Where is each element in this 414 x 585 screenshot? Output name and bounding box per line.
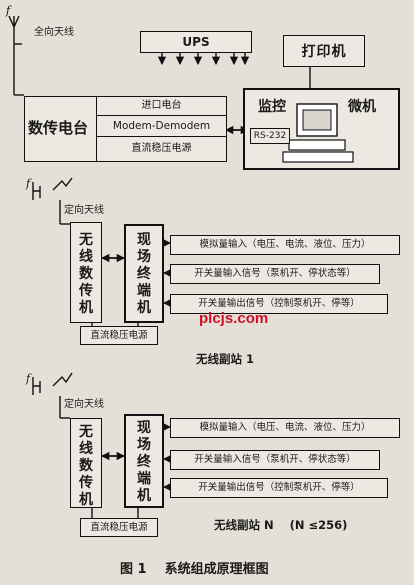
stationN-analog-input-box: 模拟量输入（电压、电流、液位、压力）	[170, 418, 400, 438]
station1-switch-output-box: 开关量输出信号（控制泵机开、停等）	[170, 294, 388, 314]
omni-antenna-label: 全向天线	[34, 27, 74, 38]
stationN-switch-input-label: 开关量输入信号（泵机开、停状态等）	[194, 454, 356, 466]
monitor-label: 监控	[258, 99, 286, 115]
station1-switch-input-label: 开关量输入信号（泵机开、停状态等）	[194, 268, 356, 280]
station1-caption: 无线副站 1	[196, 352, 255, 366]
top-f-label: f	[5, 4, 12, 17]
printer-label: 打印机	[301, 44, 347, 60]
stationN-terminal-box: 现场终端机	[124, 414, 164, 508]
figure-caption: 图 1 系统组成原理框图	[120, 562, 269, 577]
station1-power-label: 直流稳压电源	[90, 329, 148, 341]
station1-switch-input-box: 开关量输入信号（泵机开、停状态等）	[170, 264, 380, 284]
stationN-power-label: 直流稳压电源	[90, 521, 148, 533]
station1-analog-input-box: 模拟量输入（电压、电流、液位、压力）	[170, 235, 400, 255]
dc-power-label-top: 直流稳压电源	[131, 143, 192, 154]
stationN-radio-label: 无线数传机	[79, 424, 93, 508]
rs232-label: RS-232	[253, 130, 287, 141]
watermark-text: plcjs.com	[199, 310, 269, 327]
modem-box: Modem-Demodem	[96, 115, 227, 137]
computer-label: 微机	[348, 99, 376, 115]
stationN-antenna-label: 定向天线	[64, 399, 104, 410]
stationN-f-label: f	[26, 372, 31, 385]
stationN-switch-output-box: 开关量输出信号（控制泵机开、停等）	[170, 478, 388, 498]
stationN-caption: 无线副站 N (N ≤256)	[214, 518, 348, 532]
dc-power-box-top: 直流稳压电源	[96, 136, 227, 162]
stationN-switch-output-label: 开关量输出信号（控制泵机开、停等）	[198, 482, 360, 494]
ups-label: UPS	[182, 35, 210, 49]
station1-switch-output-label: 开关量输出信号（控制泵机开、停等）	[198, 298, 360, 310]
station1-terminal-label: 现场终端机	[137, 232, 151, 316]
stationN-analog-input-label: 模拟量输入（电压、电流、液位、压力）	[199, 422, 371, 434]
station1-analog-input-label: 模拟量输入（电压、电流、液位、压力）	[199, 239, 371, 251]
stationN-radio-box: 无线数传机	[70, 418, 102, 508]
stationN-terminal-label: 现场终端机	[137, 420, 151, 504]
rs232-box: RS-232	[250, 128, 290, 144]
printer-box: 打印机	[283, 35, 365, 67]
modem-label: Modem-Demodem	[112, 119, 211, 132]
station1-radio-label: 无线数传机	[79, 232, 93, 316]
station1-power-box: 直流稳压电源	[80, 326, 158, 345]
station1-terminal-box: 现场终端机	[124, 224, 164, 323]
stationN-power-box: 直流稳压电源	[80, 518, 158, 537]
io-port-box: 进口电台	[96, 96, 227, 116]
omni-antenna-icon	[8, 15, 20, 44]
computer-icon	[282, 103, 354, 163]
station1-radio-box: 无线数传机	[70, 222, 102, 323]
central-radio-label: 数传电台	[28, 119, 89, 137]
station1-f-label: f	[26, 177, 31, 190]
stationN-switch-input-box: 开关量输入信号（泵机开、停状态等）	[170, 450, 380, 470]
io-port-label: 进口电台	[141, 100, 182, 111]
station1-antenna-label: 定向天线	[64, 205, 104, 216]
ups-box: UPS	[140, 31, 252, 53]
